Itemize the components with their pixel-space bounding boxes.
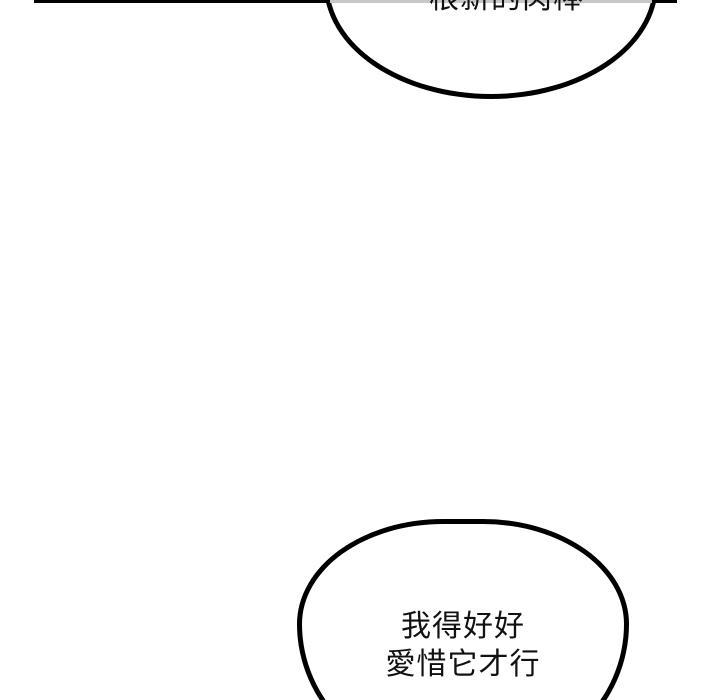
speech-bubble-bottom-text: 我得好好 愛惜它才行: [300, 608, 626, 684]
speech-bubble-bottom: [297, 519, 629, 700]
speech-line: 愛惜它才行: [385, 647, 541, 682]
speech-line: 我得好好: [401, 609, 525, 644]
speech-bubble-top-text: 一根新的肉棒: [330, 0, 652, 18]
panel-gutter-band: [330, 0, 652, 3]
speech-line: 一根新的肉棒: [330, 0, 652, 18]
